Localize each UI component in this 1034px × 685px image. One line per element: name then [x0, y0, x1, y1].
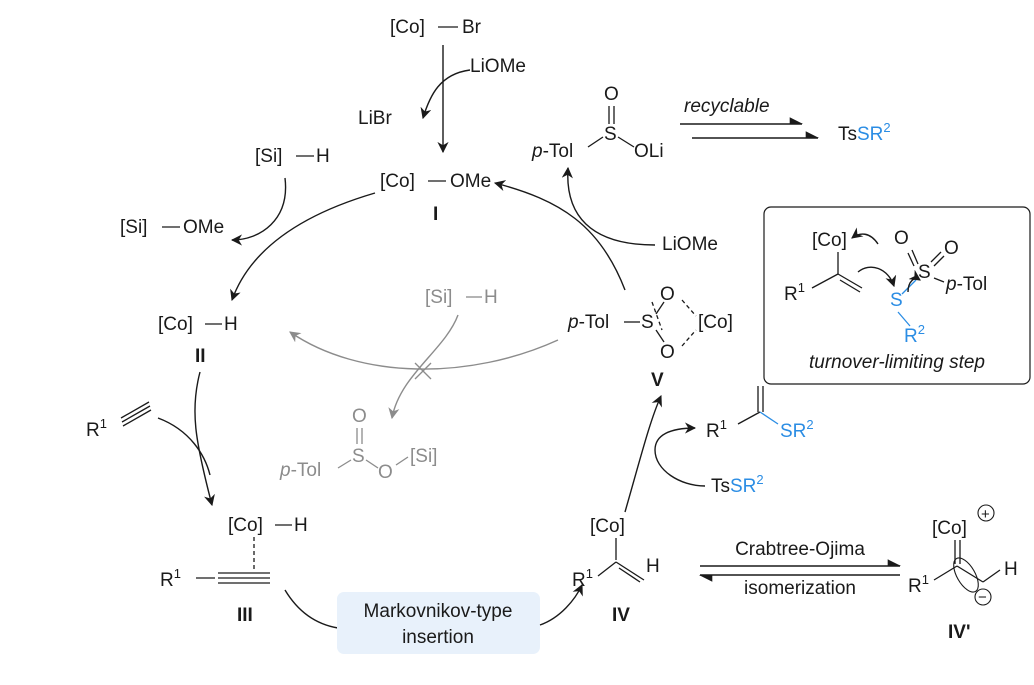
recyclable-label: recyclable — [684, 96, 770, 117]
tssr2-lower: TsSR2 — [711, 472, 764, 497]
svg-text:[Co]: [Co] — [812, 230, 847, 251]
cycle-II-to-III — [194, 371, 215, 507]
svg-text:H: H — [316, 146, 330, 167]
svg-text:[Co]: [Co] — [228, 515, 263, 536]
svg-text:S: S — [890, 290, 903, 311]
species-V: p-Tol S O O [Co] V — [567, 284, 733, 391]
svg-text:p-Tol: p-Tol — [945, 274, 987, 295]
svg-text:p-Tol: p-Tol — [567, 312, 609, 333]
svg-text:O: O — [660, 342, 675, 363]
species-IV-prime: [Co] + R1 H − IV' — [908, 504, 1018, 643]
label-II: II — [195, 346, 206, 367]
svg-text:O: O — [944, 238, 959, 259]
markovnikov-line-1: Markovnikov-type — [364, 601, 513, 622]
svg-text:R1: R1 — [908, 572, 929, 597]
svg-text:[Co]: [Co] — [698, 312, 733, 333]
svg-text:H: H — [484, 287, 498, 308]
svg-text:OMe: OMe — [183, 217, 224, 238]
svg-text:O: O — [378, 462, 393, 483]
svg-text:O: O — [604, 84, 619, 105]
liome-top: LiOMe — [470, 56, 526, 77]
svg-text:p-Tol: p-Tol — [531, 141, 573, 162]
insertion-arrow-tail — [284, 589, 339, 629]
blocked-V-to-II-arrow — [289, 331, 559, 370]
vinyl-sulfide-product: R1 SR2 — [706, 386, 814, 442]
disfavored-pathway: [Si] H O S p-Tol O [Si] — [279, 287, 559, 483]
co-label: [Co] — [390, 17, 425, 38]
label-I: I — [433, 204, 438, 225]
blocked-silyl-arrow — [388, 314, 459, 420]
cycle-V-to-I — [493, 180, 626, 291]
inset-transition-state: [Co] R1 O O S p-Tol S R2 turnover-limiti… — [784, 227, 987, 373]
markovnikov-line-2: insertion — [402, 627, 474, 648]
liome-right: LiOMe — [662, 234, 718, 255]
libr-label: LiBr — [358, 108, 392, 129]
svg-text:H: H — [1004, 559, 1018, 580]
cycle-IV-to-V — [624, 394, 662, 513]
silane-arrow — [230, 177, 287, 246]
svg-text:[Co]: [Co] — [932, 518, 967, 539]
alkyne-in-arrow — [157, 417, 211, 476]
svg-text:[Si]: [Si] — [255, 146, 282, 167]
liome-regeneration-arrow — [561, 166, 656, 246]
svg-text:R1: R1 — [706, 417, 727, 442]
svg-text:−: − — [978, 589, 987, 606]
isomerization-label: isomerization — [744, 578, 856, 599]
species-III: [Co] H R1 III — [160, 515, 308, 626]
crabtree-label: Crabtree-Ojima — [735, 539, 865, 560]
svg-text:R2: R2 — [904, 322, 925, 347]
svg-text:+: + — [981, 506, 990, 523]
species-IV: [Co] R1 H IV — [572, 516, 660, 626]
svg-text:OLi: OLi — [634, 141, 664, 162]
svg-text:R1: R1 — [784, 280, 805, 305]
markovnikov-box — [337, 592, 540, 654]
svg-text:[Si]: [Si] — [425, 287, 452, 308]
svg-text:p-Tol: p-Tol — [279, 460, 321, 481]
svg-text:[Co]: [Co] — [590, 516, 625, 537]
species-I: [Co] OMe I — [380, 171, 491, 225]
br-label: Br — [462, 17, 482, 38]
terminal-alkyne: R1 — [86, 401, 152, 441]
svg-text:SR2: SR2 — [780, 417, 814, 442]
label-V: V — [651, 370, 664, 391]
tssr2-top: TsSR2 — [838, 120, 891, 145]
inset-caption: turnover-limiting step — [809, 352, 985, 373]
svg-text:H: H — [294, 515, 308, 536]
insertion-arrow-head — [539, 583, 583, 626]
svg-text:R1: R1 — [86, 416, 107, 441]
svg-text:[Si]: [Si] — [120, 217, 147, 238]
svg-text:OMe: OMe — [450, 171, 491, 192]
svg-text:R1: R1 — [160, 566, 181, 591]
silane: [Si] H — [255, 146, 330, 167]
lithium-sulfinate: O S p-Tol OLi — [531, 84, 664, 162]
label-IV: IV — [612, 605, 630, 626]
liome-in-arrow — [420, 69, 471, 120]
label-III: III — [237, 605, 253, 626]
svg-text:O: O — [352, 406, 367, 427]
svg-text:[Si]: [Si] — [410, 446, 437, 467]
svg-text:H: H — [224, 314, 238, 335]
silyl-ether: [Si] OMe — [120, 217, 224, 238]
svg-text:[Co]: [Co] — [158, 314, 193, 335]
svg-text:S: S — [918, 262, 931, 283]
svg-text:S: S — [352, 446, 365, 467]
svg-text:H: H — [646, 556, 660, 577]
svg-text:O: O — [894, 228, 909, 249]
svg-text:S: S — [604, 124, 617, 145]
cycle-I-to-II — [230, 192, 376, 302]
svg-text:O: O — [660, 284, 675, 305]
turnover-limiting-inset — [763, 206, 1031, 385]
svg-text:S: S — [641, 312, 654, 333]
label-IV-prime: IV' — [948, 622, 970, 643]
svg-text:[Co]: [Co] — [380, 171, 415, 192]
co-br-precatalyst: [Co] Br — [390, 17, 482, 38]
species-II: [Co] H II — [158, 314, 238, 367]
tssr2-in-product-out-arrow — [654, 422, 706, 487]
svg-text:R1: R1 — [572, 566, 593, 591]
